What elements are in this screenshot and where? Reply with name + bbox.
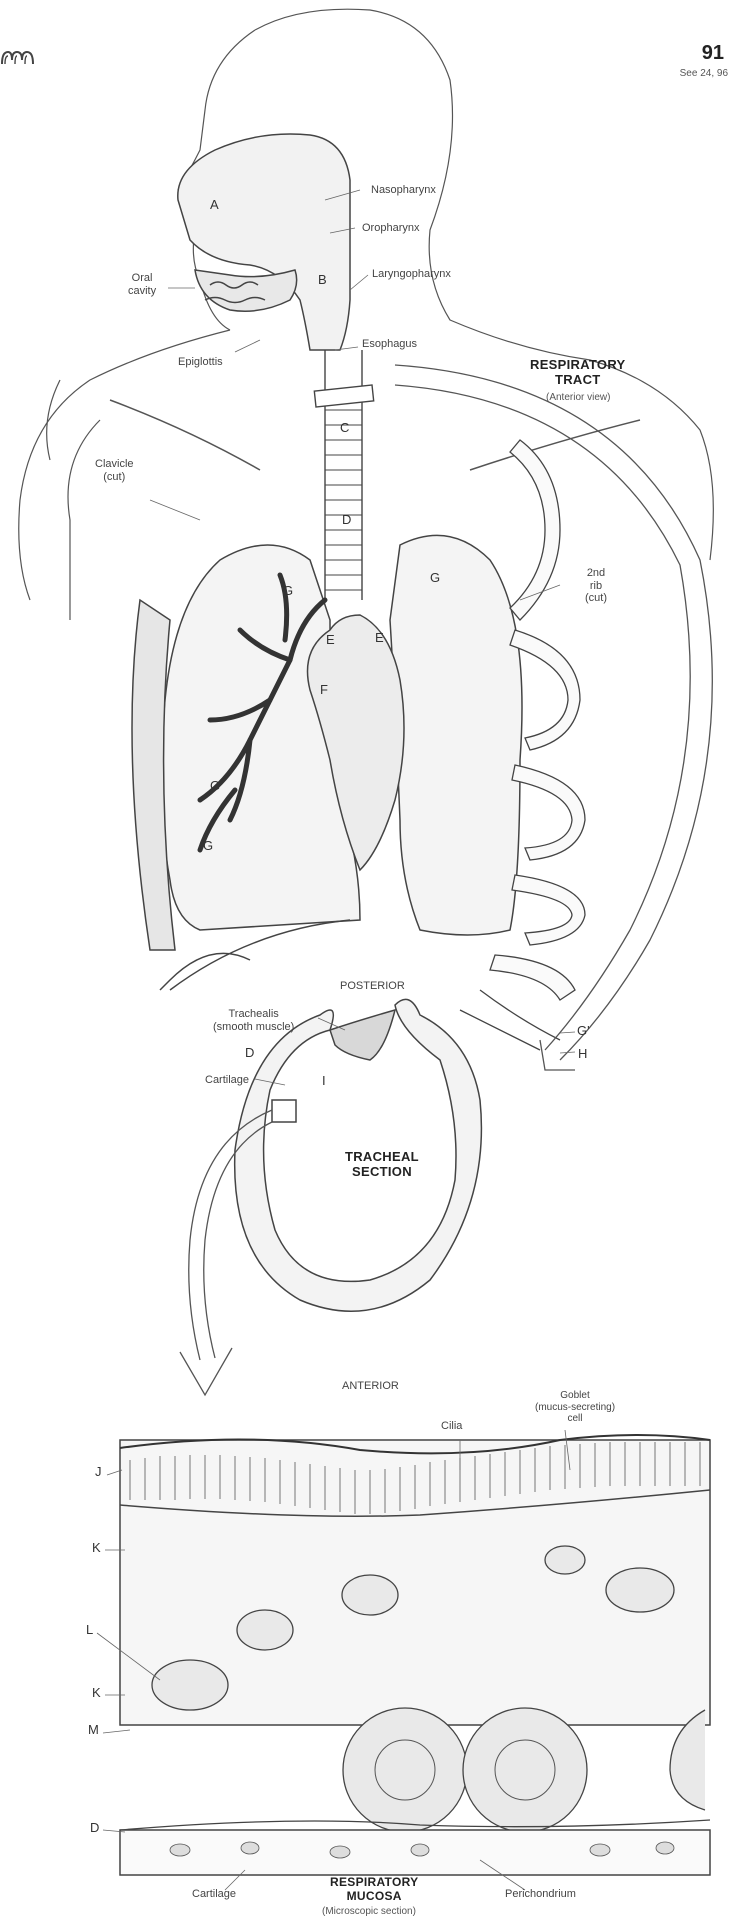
letter-k-lower: K [92, 1685, 101, 1700]
label-goblet-cell: Goblet (mucus-secreting) cell [535, 1390, 615, 1425]
title-tracheal-section: TRACHEAL SECTION [345, 1150, 419, 1180]
label-nasopharynx: Nasopharynx [371, 184, 436, 197]
label-cartilage-mucosa: Cartilage [192, 1888, 236, 1901]
letter-e-left: E [326, 632, 335, 647]
letter-g-right: G [430, 570, 440, 585]
letter-g-prime: G' [577, 1023, 590, 1038]
letter-h: H [578, 1046, 587, 1061]
letter-l: L [86, 1622, 93, 1637]
lungs [132, 535, 522, 990]
label-cartilage-trachea: Cartilage [205, 1074, 249, 1087]
label-second-rib: 2nd rib (cut) [585, 567, 607, 605]
letter-i: I [322, 1073, 326, 1088]
subtitle-respiratory-mucosa: (Microscopic section) [322, 1906, 416, 1918]
label-cilia: Cilia [441, 1420, 462, 1433]
letter-g-lower: G [210, 778, 220, 793]
title-respiratory-tract: RESPIRATORY TRACT [530, 358, 626, 388]
label-oral-cavity: Oral cavity [128, 272, 156, 297]
letter-j: J [95, 1464, 102, 1479]
letter-b: B [318, 272, 327, 287]
letter-g-upper: G [283, 583, 293, 598]
letter-m: M [88, 1722, 99, 1737]
body-outline [19, 9, 714, 620]
label-oropharynx: Oropharynx [362, 222, 419, 235]
label-esophagus: Esophagus [362, 338, 417, 351]
letter-d-trachea: D [245, 1045, 254, 1060]
upper-airway [178, 134, 350, 350]
label-posterior: POSTERIOR [340, 980, 405, 993]
letter-k-upper: K [92, 1540, 101, 1555]
letter-f: F [320, 682, 328, 697]
letter-c: C [340, 420, 349, 435]
letter-g-base: G [203, 838, 213, 853]
subtitle-respiratory-tract: (Anterior view) [546, 392, 610, 404]
letter-e-right: E [375, 630, 384, 645]
label-clavicle: Clavicle (cut) [95, 458, 134, 483]
letter-d: D [342, 512, 351, 527]
trachea [314, 350, 373, 600]
mucosa-section [120, 1435, 710, 1875]
letter-d-mucosa: D [90, 1820, 99, 1835]
label-trachealis: Trachealis (smooth muscle) [213, 1008, 294, 1033]
title-respiratory-mucosa: RESPIRATORY MUCOSA [330, 1876, 418, 1904]
label-perichondrium: Perichondrium [505, 1888, 576, 1901]
label-epiglottis: Epiglottis [178, 356, 223, 369]
letter-a: A [210, 197, 219, 212]
label-anterior: ANTERIOR [342, 1380, 399, 1393]
label-laryngopharynx: Laryngopharynx [372, 268, 451, 281]
